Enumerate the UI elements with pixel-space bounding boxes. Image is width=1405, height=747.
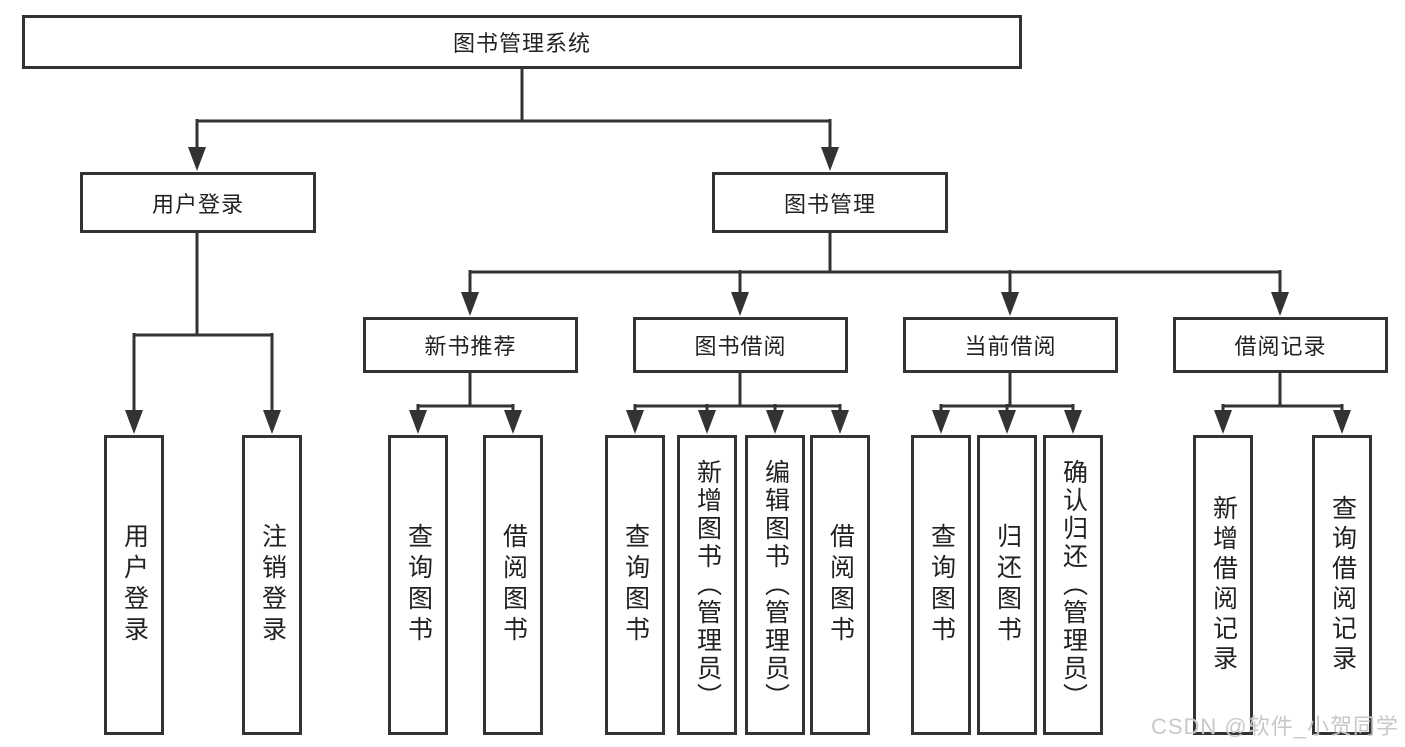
node-library-system: 图书管理系统 [22, 15, 1022, 69]
node-book-borrowing: 图书借阅 [633, 317, 848, 373]
leaf-return-books: 归还图书 [977, 435, 1037, 735]
leaf-borrow-books: 借阅图书 [483, 435, 543, 735]
node-book-management: 图书管理 [712, 172, 948, 233]
leaf-search-borrow-record: 查询借阅记录 [1312, 435, 1372, 735]
leaf-confirm-return-admin: 确认归还（管理员） [1043, 435, 1103, 735]
leaf-edit-books-admin: 编辑图书（管理员） [745, 435, 805, 735]
leaf-user-login: 用户登录 [104, 435, 164, 735]
leaf-add-books-admin: 新增图书（管理员） [677, 435, 737, 735]
leaf-logout: 注销登录 [242, 435, 302, 735]
node-user-login: 用户登录 [80, 172, 316, 233]
node-borrowing-records: 借阅记录 [1173, 317, 1388, 373]
leaf-add-borrow-record: 新增借阅记录 [1193, 435, 1253, 735]
leaf-search-books: 查询图书 [388, 435, 448, 735]
leaf-search-books-3: 查询图书 [911, 435, 971, 735]
leaf-borrow-books-2: 借阅图书 [810, 435, 870, 735]
leaf-search-books-2: 查询图书 [605, 435, 665, 735]
node-new-book-recommendation: 新书推荐 [363, 317, 578, 373]
watermark: CSDN @软件_小贺同学 [1150, 714, 1399, 739]
node-current-borrowing: 当前借阅 [903, 317, 1118, 373]
